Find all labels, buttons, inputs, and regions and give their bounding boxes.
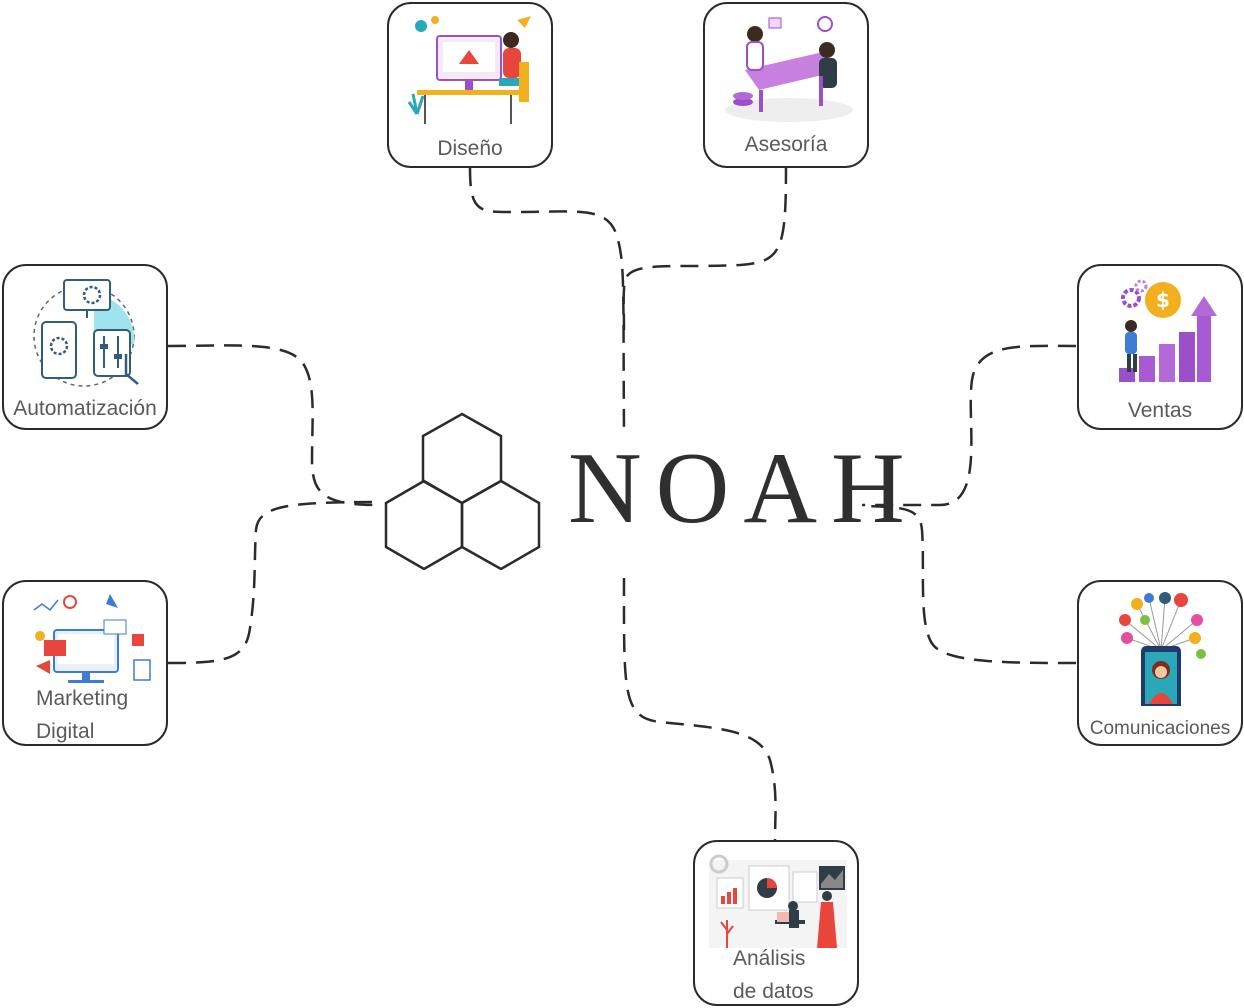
service-card-automatizacion[interactable]: Automatización <box>2 264 168 430</box>
service-card-comunicaciones[interactable]: Comunicaciones <box>1077 580 1243 746</box>
service-label-line-2: de datos <box>733 980 814 1003</box>
connector-asesoria <box>622 165 788 331</box>
brand-wordmark: NOAH <box>568 432 919 545</box>
service-card-asesoria[interactable]: Asesoría <box>703 2 869 168</box>
data-analytics-icon <box>709 854 847 948</box>
service-label: Ventas <box>1127 399 1193 422</box>
connector-ventas <box>862 344 1077 507</box>
service-label: Comunicaciones <box>1089 718 1231 739</box>
svg-text:$: $ <box>1156 288 1170 312</box>
digital-marketing-icon <box>33 594 151 683</box>
service-label: Asesoría <box>744 133 828 156</box>
service-card-analisis[interactable]: Análisis de datos <box>693 840 859 1006</box>
service-label-line-1: Análisis <box>733 947 806 970</box>
automation-gears-icon <box>33 279 139 387</box>
hexagon-logo-icon <box>384 412 541 570</box>
consulting-meeting-icon <box>725 16 853 122</box>
connector-automatizacion <box>167 344 381 507</box>
service-card-ventas[interactable]: $ Ventas <box>1077 264 1243 430</box>
service-card-diseno[interactable]: Diseño <box>387 2 553 168</box>
connector-comunicaciones <box>861 504 1077 665</box>
service-label: Diseño <box>437 137 503 160</box>
service-card-marketing[interactable]: Marketing Digital <box>2 580 168 746</box>
service-label-line-2: Digital <box>36 720 95 743</box>
service-label: Automatización <box>13 397 157 420</box>
connector-analisis <box>622 577 777 841</box>
designer-at-desk-icon <box>407 16 531 124</box>
connector-marketing <box>167 500 381 665</box>
sales-growth-icon: $ <box>1119 279 1217 382</box>
connector-diseno <box>468 167 626 431</box>
smartphone-network-icon <box>1119 592 1206 706</box>
service-label-line-1: Marketing <box>36 687 129 710</box>
